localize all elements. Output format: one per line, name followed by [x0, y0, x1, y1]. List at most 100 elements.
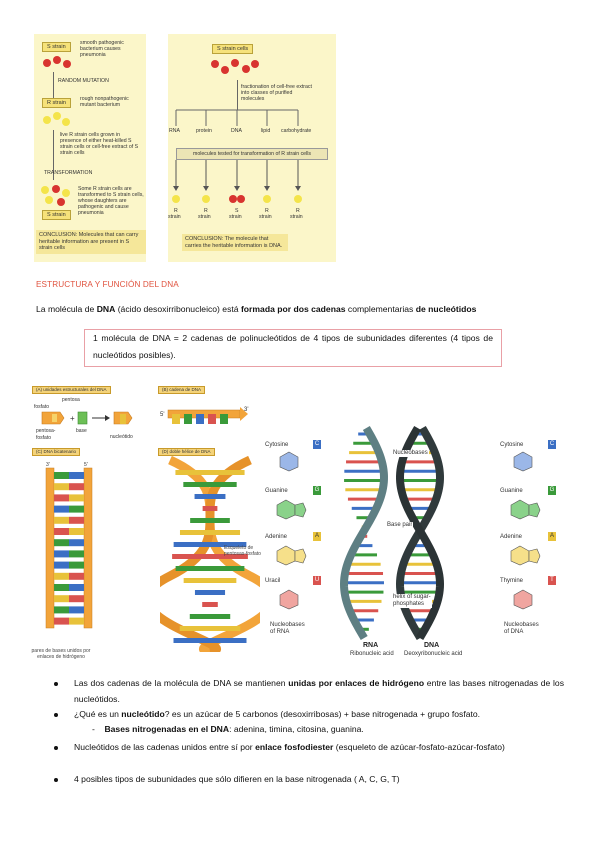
adenine-molecule — [276, 545, 307, 566]
rna-full-name: Ribonucleic acid — [350, 651, 394, 657]
sub-dash: - — [92, 724, 95, 734]
arrow-down-3 — [237, 80, 238, 110]
rna-base-uracil: Uracil — [265, 578, 281, 584]
rna-letter-c: C — [313, 440, 321, 449]
bullet-4: 4 posibles tipos de subunidades que sólo… — [54, 772, 564, 788]
bullet-3-text: Nucleótidos de las cadenas unidos entre … — [74, 740, 564, 756]
ladder-base-left — [54, 584, 69, 591]
intro-part-1: La molécula de — [36, 304, 97, 314]
rna-nucleobases-caption: Nucleobases of RNA — [270, 622, 305, 635]
mixed-cells-image — [41, 185, 70, 206]
bullet-dot — [54, 746, 58, 750]
result-protein-word: strain — [198, 214, 211, 220]
definition-box: 1 molécula de DNA = 2 cadenas de polinuc… — [84, 329, 502, 367]
r-strain-label: R strain — [42, 98, 71, 108]
s-strain-description: smooth pathogenic bacterium causes pneum… — [80, 40, 124, 58]
fractionation-description: fractionation of cell-free extract into … — [241, 84, 312, 102]
intro-part-3: complementarias — [345, 304, 416, 314]
avery-conclusion: CONCLUSION: The molecule that carries th… — [182, 234, 288, 251]
s-strain-cells-cluster — [211, 59, 259, 74]
thymine-molecule — [513, 589, 533, 610]
ladder-base-left — [54, 606, 69, 614]
helix-base-pair — [172, 554, 248, 559]
result-carb-word: strain — [290, 214, 303, 220]
result-carb-letter: R — [296, 208, 300, 214]
sub-bold: Bases nitrogenadas en el DNA — [104, 724, 230, 734]
ladder-base-right — [69, 516, 84, 524]
dna-base-cytosine: Cytosine — [500, 442, 524, 448]
rna-base-guanine: Guanine — [265, 488, 288, 494]
ladder-base-left — [54, 494, 69, 502]
dna-nucleobases-caption: Nucleobases of DNA — [504, 622, 539, 635]
uracil-molecule — [279, 589, 299, 610]
rna-letter-g: G — [313, 486, 321, 495]
dna-adenine-molecule — [510, 545, 541, 566]
bullet-dot — [54, 682, 58, 686]
helix-base-pair — [190, 518, 230, 523]
ladder-base-left — [54, 528, 69, 535]
ladder-base-right — [69, 494, 84, 502]
class-rna: RNA — [169, 128, 180, 134]
result-rna-letter: R — [174, 208, 178, 214]
arrow-down-1 — [53, 72, 54, 98]
class-carbohydrate: carbohydrate — [281, 128, 312, 134]
ladder-base-right — [69, 539, 84, 547]
rna-letter-u: U — [313, 576, 321, 585]
helix-base-pair — [194, 494, 226, 499]
dna-title: DNA — [424, 642, 440, 649]
s-strain-cells-image — [43, 56, 71, 68]
result-dna-word: strain — [229, 214, 242, 220]
bullet-2: ¿Qué es un nucleótido? es un azúcar de 5… — [54, 707, 564, 723]
helix-base-pair — [173, 638, 247, 643]
intro-part-2: (ácido desoxirribonucleico) está — [115, 304, 241, 314]
intro-bold-formada: formada por dos cadenas — [240, 304, 346, 314]
dna-base-thymine: Thymine — [500, 578, 524, 584]
label-pares: pares de bases unidos por enlaces de hid… — [31, 648, 91, 660]
tested-arrows — [173, 160, 301, 191]
bullet-1: Las dos cadenas de la molécula de DNA se… — [54, 676, 564, 707]
b1-bold: unidas por enlaces de hidrógeno — [288, 678, 425, 688]
cytosine-molecule — [279, 451, 299, 472]
dna-guanine-molecule — [510, 499, 541, 520]
ladder-base-left — [54, 472, 69, 479]
ladder-base-left — [54, 550, 69, 558]
result-cells — [172, 195, 302, 203]
ladder-base-right — [69, 505, 84, 513]
bullet-3: Nucleótidos de las cadenas unidos entre … — [54, 740, 564, 756]
class-dna: DNA — [231, 128, 242, 134]
label-nucleobases: Nucleobases — [392, 450, 429, 457]
header-b: (B) cadena de DNA — [158, 386, 206, 394]
svg-text:5': 5' — [84, 462, 88, 468]
ladder-base-right — [69, 606, 84, 614]
b2-pre: ¿Qué es un — [74, 709, 122, 719]
result-lipid-letter: R — [265, 208, 269, 214]
helix-base-pair — [173, 542, 247, 547]
ladder-base-left — [54, 561, 69, 569]
ladder-base-right — [69, 572, 84, 580]
intro-bold-dna: DNA — [96, 304, 116, 314]
b3-bold: enlace fosfodiester — [255, 742, 334, 752]
fraction-branches — [175, 109, 299, 126]
helix-base-pair — [179, 626, 241, 631]
class-protein: protein — [196, 128, 212, 134]
label-nucleotido: nucleótido — [110, 434, 133, 440]
ladder-base-right — [69, 472, 84, 479]
griffith-experiment-panel — [34, 34, 146, 262]
svg-text:3': 3' — [244, 407, 248, 413]
double-helix-image — [160, 456, 260, 652]
helix-backbone — [396, 425, 445, 641]
helix-base-pair — [175, 566, 245, 571]
ladder-base-left — [54, 483, 69, 491]
b3-post: (esqueleto de azúcar-fosfato-azúcar-fosf… — [333, 742, 505, 752]
b1-post: entre las bases nitrogenadas de los nucl… — [74, 678, 564, 704]
rna-letter-a: A — [313, 532, 321, 541]
transformation-label: TRANSFORMATION — [44, 170, 93, 176]
intro-bold-nucleotidos: de nucleótidos — [415, 304, 477, 314]
b2-post: ? es un azúcar de 5 carbonos (desoxirrib… — [164, 709, 481, 719]
ladder-base-right — [69, 561, 84, 569]
random-mutation-label: RANDOM MUTATION — [58, 78, 109, 84]
dna-full-name: Deoxyribonucleic acid — [404, 651, 463, 657]
dna-letter-g: G — [548, 486, 556, 495]
header-c: (C) DNA bicatenario — [32, 448, 81, 456]
svg-text:+: + — [70, 414, 75, 423]
